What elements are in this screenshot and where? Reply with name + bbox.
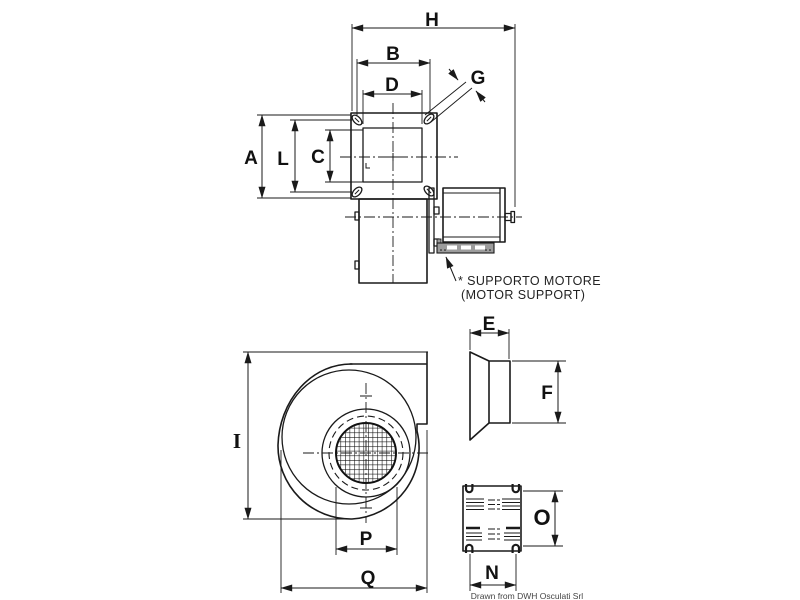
dim-label-c: C bbox=[311, 147, 325, 168]
dim-label-g: G bbox=[471, 68, 486, 89]
housing-plan-outline bbox=[358, 198, 428, 284]
inlet-side-view: E F bbox=[469, 314, 566, 441]
motor-support-plate bbox=[436, 238, 495, 254]
motor-support-note-line1: * SUPPORTO MOTORE bbox=[458, 274, 601, 288]
dim-label-p: P bbox=[360, 529, 373, 550]
housing-tab bbox=[354, 260, 360, 270]
motor-vents-lower bbox=[466, 526, 520, 541]
dim-label-l: L bbox=[277, 149, 289, 170]
dim-label-h: H bbox=[425, 10, 439, 31]
inlet-flange-profile bbox=[469, 351, 511, 441]
motor-flange-plate bbox=[428, 187, 435, 254]
dim-label-b: B bbox=[386, 44, 400, 65]
dim-label-o: O bbox=[533, 505, 550, 530]
housing-tab bbox=[354, 211, 360, 221]
weld-mark bbox=[365, 163, 370, 169]
dim-g: G bbox=[424, 68, 486, 123]
motor-end-outline bbox=[462, 485, 522, 552]
dim-label-a: A bbox=[244, 148, 258, 169]
plan-dimensions: H B D G A L C bbox=[244, 10, 516, 207]
discharge-flange-outline bbox=[350, 112, 438, 200]
flange-center-mark bbox=[389, 153, 397, 161]
scroll-inner-wall bbox=[281, 369, 417, 505]
motor-vents-upper bbox=[466, 498, 520, 510]
motor-corner-slots bbox=[464, 484, 521, 553]
bolt bbox=[433, 206, 440, 215]
dim-label-i: I bbox=[233, 429, 241, 453]
dim-label-e: E bbox=[483, 314, 496, 335]
front-dimensions: I P Q bbox=[233, 351, 428, 593]
discharge-port-outline bbox=[362, 127, 423, 183]
dim-label-q: Q bbox=[361, 568, 376, 589]
plan-view bbox=[340, 103, 522, 284]
motor-plan bbox=[442, 187, 516, 243]
dim-label-d: D bbox=[385, 75, 399, 96]
front-view bbox=[243, 351, 428, 523]
motor-end-view: O N Drawn from DWH Osculati Srl bbox=[462, 484, 584, 600]
motor-support-note: * SUPPORTO MOTORE (MOTOR SUPPORT) bbox=[445, 256, 601, 302]
credit-text: Drawn from DWH Osculati Srl bbox=[471, 591, 584, 600]
scroll-outline bbox=[277, 351, 428, 520]
dim-label-f: F bbox=[541, 383, 553, 404]
motor-support-note-line2: (MOTOR SUPPORT) bbox=[461, 288, 585, 302]
dim-label-n: N bbox=[485, 563, 499, 584]
